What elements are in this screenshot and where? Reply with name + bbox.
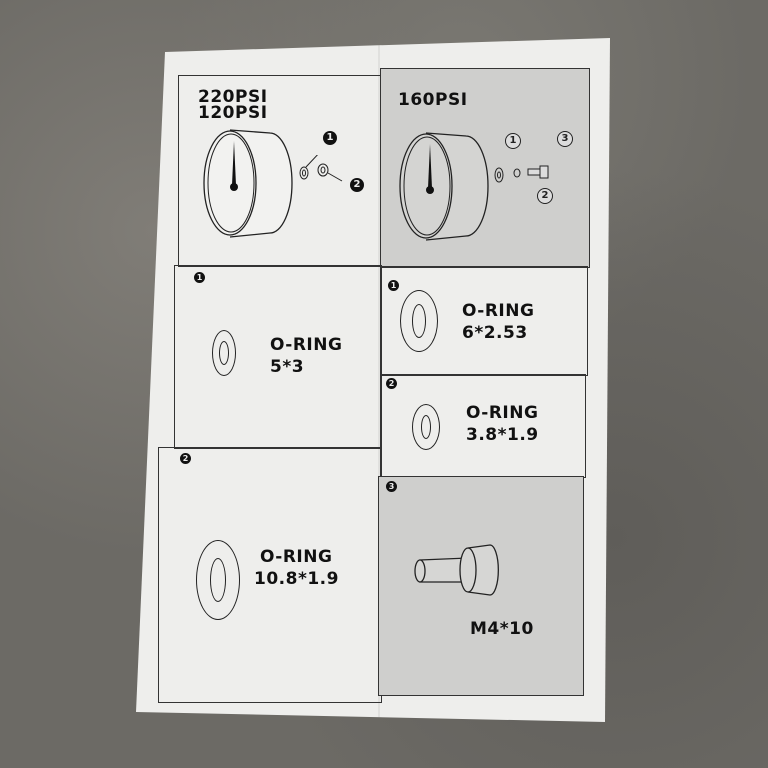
callout-1: 1 bbox=[505, 133, 521, 149]
callout-1: 1 bbox=[323, 131, 337, 145]
part-name: O-RING bbox=[260, 547, 333, 567]
part-size: M4*10 bbox=[470, 619, 534, 639]
part-size: 6*2.53 bbox=[462, 323, 528, 343]
paper-fold bbox=[378, 40, 380, 720]
part-number-badge: 1 bbox=[388, 280, 399, 291]
gauge-illustration-left bbox=[203, 129, 293, 238]
part-name: O-RING bbox=[462, 301, 535, 321]
part-number-badge: 2 bbox=[180, 453, 191, 464]
part-name: O-RING bbox=[466, 403, 539, 423]
part-name: O-RING bbox=[270, 335, 343, 355]
callout-2: 2 bbox=[350, 178, 364, 192]
parts-illustration-right bbox=[494, 165, 549, 183]
o-ring-pair-left bbox=[299, 155, 343, 182]
part-number-badge: 1 bbox=[194, 272, 205, 283]
panel-right-part-1 bbox=[380, 266, 588, 376]
o-ring-illustration bbox=[400, 290, 438, 352]
panel-left-part-1 bbox=[174, 265, 382, 449]
o-ring-illustration bbox=[412, 404, 440, 450]
part-number-badge: 3 bbox=[386, 481, 397, 492]
part-size: 3.8*1.9 bbox=[466, 425, 539, 445]
callout-2: 2 bbox=[537, 188, 553, 204]
psi-label-160: 160PSI bbox=[398, 90, 468, 110]
psi-label-220: 220PSI bbox=[198, 87, 268, 107]
psi-label-120: 120PSI bbox=[198, 103, 268, 123]
part-number-badge: 2 bbox=[386, 378, 397, 389]
o-ring-illustration bbox=[196, 540, 240, 620]
callout-3: 3 bbox=[557, 131, 573, 147]
part-size: 5*3 bbox=[270, 357, 305, 377]
o-ring-illustration bbox=[212, 330, 236, 376]
screw-m4-illustration bbox=[414, 544, 499, 596]
part-size: 10.8*1.9 bbox=[254, 569, 339, 589]
gauge-illustration-right bbox=[399, 132, 489, 241]
